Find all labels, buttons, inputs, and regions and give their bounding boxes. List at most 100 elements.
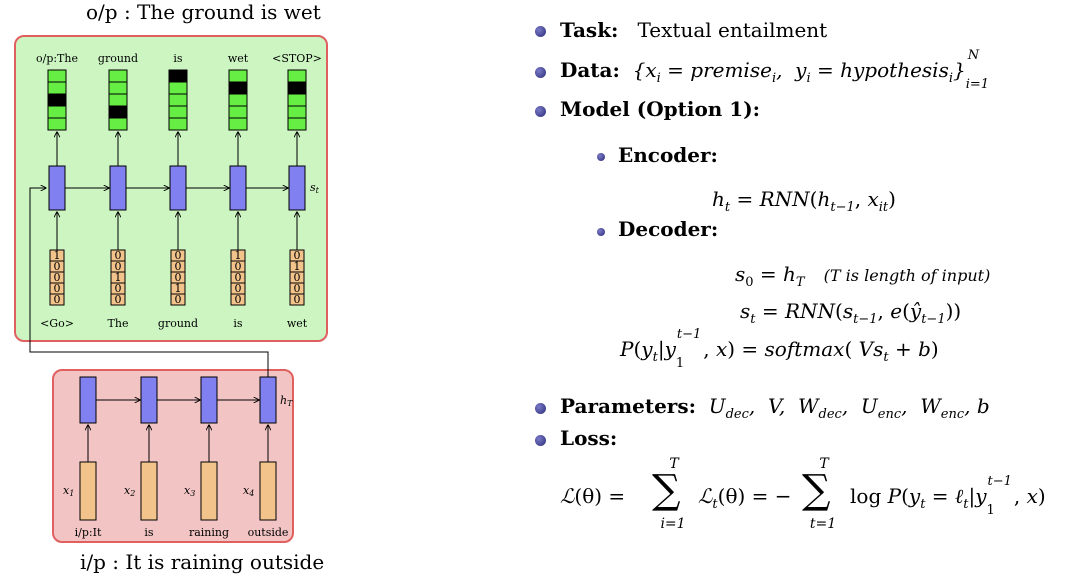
onehot-cell	[110, 293, 126, 306]
softmax-cell	[287, 93, 307, 107]
sum-symbol-2: ∑	[802, 467, 831, 513]
onehot-cell	[49, 293, 65, 306]
decoder-rnn-cell	[48, 165, 66, 211]
softmax-cell	[168, 69, 188, 83]
task-label: Task:	[560, 18, 619, 42]
onehot-value: 0	[235, 271, 242, 284]
onehot-value: 0	[54, 271, 61, 284]
loss-term: ℒt(θ) = −	[698, 484, 792, 512]
onehot-value: 0	[115, 293, 122, 306]
softmax-cell	[228, 105, 248, 119]
onehot-value: 0	[54, 282, 61, 295]
onehot-cell	[170, 293, 186, 306]
onehot-value: 0	[115, 249, 122, 262]
encoder-input-label: raining	[189, 526, 229, 539]
onehot-value: 0	[235, 260, 242, 273]
softmax-cell	[287, 105, 307, 119]
decoder-input-label: ground	[158, 317, 198, 330]
onehot-value: 0	[235, 293, 242, 306]
encoder-rnn-cell	[140, 376, 158, 424]
softmax-cell	[287, 117, 307, 131]
softmax-cell	[47, 81, 67, 95]
encoder-input-cell	[200, 461, 218, 521]
encoder-panel	[52, 369, 294, 543]
parameters-formula: Udec, V, Wdec, Uenc, Wenc, b	[702, 394, 990, 422]
encoder-rnn-cell	[259, 376, 277, 424]
parameters-item: Parameters: Udec, V, Wdec, Uenc, Wenc, b	[560, 394, 990, 422]
onehot-value: 0	[294, 282, 301, 295]
softmax-cell	[47, 69, 67, 83]
softmax-cell	[108, 117, 128, 131]
context-connection	[29, 188, 269, 377]
softmax-cell	[228, 117, 248, 131]
softmax-cell	[47, 93, 67, 107]
bullet-icon	[535, 435, 546, 446]
onehot-value: 0	[175, 260, 182, 273]
decoder-output-label: is	[173, 52, 183, 65]
encoder-input-cell	[79, 461, 97, 521]
decoder-input-label: is	[233, 317, 243, 330]
encoder-x-label: x3	[184, 484, 195, 498]
onehot-value: 1	[54, 249, 61, 262]
decoder-output-label: ground	[98, 52, 138, 65]
loss-equation: ℒ(θ) =	[560, 484, 626, 508]
softmax-cell	[108, 81, 128, 95]
softmax-cell	[108, 105, 128, 119]
softmax-cell	[47, 117, 67, 131]
onehot-value: 1	[115, 271, 122, 284]
onehot-cell	[289, 293, 305, 306]
loss-item: Loss:	[560, 426, 618, 450]
softmax-cell	[108, 93, 128, 107]
bullet-icon	[535, 106, 546, 117]
onehot-value: 0	[175, 271, 182, 284]
sub-bullet-icon	[597, 153, 605, 161]
bullet-panel: Task: Textual entailment Data: {xi = pre…	[530, 0, 1065, 587]
input-caption: i/p : It is raining outside	[80, 550, 325, 574]
task-item: Task: Textual entailment	[560, 18, 827, 42]
decoder-rnn-cell	[109, 165, 127, 211]
softmax-cell	[228, 69, 248, 83]
encoder-x-label: x1	[63, 484, 74, 498]
encoder-rnn-cell	[200, 376, 218, 424]
encoder-equation: ht = RNN(ht−1, xit)	[712, 187, 896, 215]
decoder-input-label: wet	[287, 317, 308, 330]
encoder-input-label: i/p:It	[75, 526, 102, 539]
encoder-x-label: x2	[124, 484, 135, 498]
softmax-cell	[108, 69, 128, 83]
decoder-output-label: <STOP>	[272, 52, 322, 65]
decoder-output-label: o/p:The	[36, 52, 78, 65]
softmax-cell	[168, 105, 188, 119]
task-value: Textual entailment	[637, 18, 828, 42]
decoder-item: Decoder:	[618, 217, 719, 241]
bullet-icon	[535, 67, 546, 78]
onehot-value: 0	[115, 260, 122, 273]
encoder-input-cell	[140, 461, 158, 521]
decoder-input-label: <Go>	[40, 317, 74, 330]
onehot-value: 1	[235, 249, 242, 262]
encoder-rnn-cell	[79, 376, 97, 424]
decoder-state-label: st	[310, 181, 320, 195]
onehot-value: 0	[294, 271, 301, 284]
onehot-value: 1	[175, 282, 182, 295]
sum-upper-1: T	[669, 456, 679, 472]
onehot-value: 0	[294, 249, 301, 262]
encoder-input-label: outside	[248, 526, 289, 539]
softmax-cell	[168, 81, 188, 95]
bullet-icon	[535, 26, 546, 37]
onehot-value: 0	[115, 282, 122, 295]
onehot-value: 0	[54, 293, 61, 306]
sum-upper-2: T	[819, 456, 829, 472]
onehot-value: 0	[54, 260, 61, 273]
onehot-cell	[230, 293, 246, 306]
data-label: Data:	[560, 58, 620, 82]
decoder-equation-2: st = RNN(st−1, e(ŷt−1))	[740, 299, 962, 327]
decoder-output-label: wet	[228, 52, 249, 65]
decoder-rnn-cell	[288, 165, 306, 211]
sub-bullet-icon	[597, 228, 605, 236]
softmax-cell	[228, 93, 248, 107]
onehot-value: 0	[235, 282, 242, 295]
bullet-icon	[535, 403, 546, 414]
softmax-cell	[47, 105, 67, 119]
